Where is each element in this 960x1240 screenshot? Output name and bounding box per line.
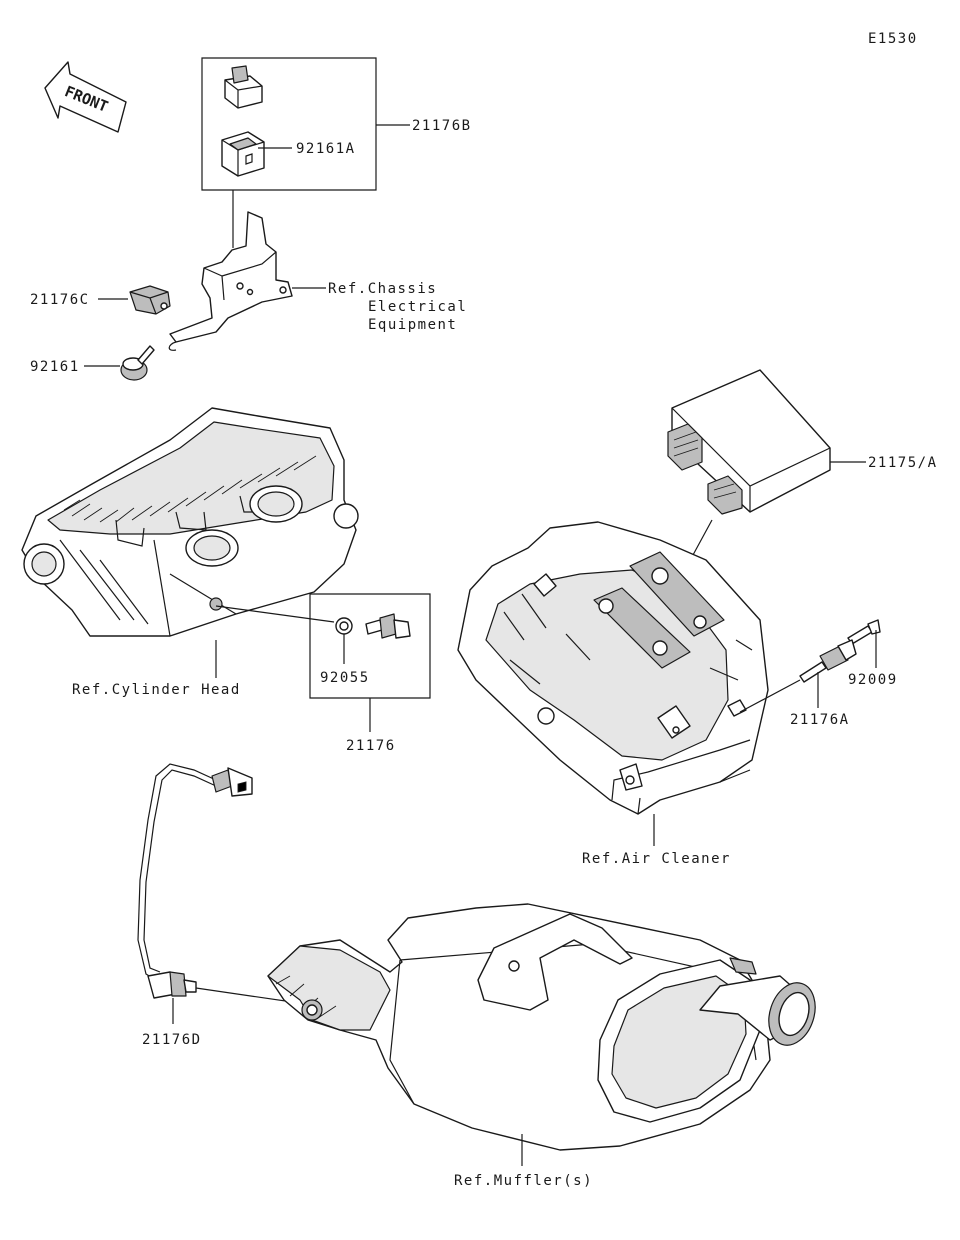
label-92161: 92161 [30,359,80,375]
label-ref-cylinder-head: Ref.Cylinder Head [72,682,241,698]
label-21175A: 21175/A [868,455,938,471]
front-arrow-icon: FRONT [44,61,127,133]
label-21176A: 21176A [790,712,850,728]
label-ref-chassis: Ref.Chassis [328,281,438,297]
label-92055: 92055 [320,670,370,686]
sensor-bracket-icon [168,190,326,351]
sensor-21176C-icon [98,285,171,315]
kit-21176-box [309,593,431,732]
kit-21176B-box [201,57,410,191]
label-21176B: 21176B [412,118,472,134]
label-ref-chassis-line3: Equipment [368,317,458,333]
ecu-21175A-icon [661,369,866,613]
air-cleaner-icon [457,521,769,846]
label-92161A: 92161A [296,141,356,157]
label-21176: 21176 [346,738,396,754]
muffler-icon [267,903,816,1166]
diagram-code: E1530 [868,31,918,47]
seal-92161A-icon [221,131,292,177]
label-ref-air-cleaner: Ref.Air Cleaner [582,851,731,867]
washer-92055-icon [335,617,353,664]
label-92009: 92009 [848,672,898,688]
label-21176D: 21176D [142,1032,202,1048]
label-ref-chassis-line2: Electrical [368,299,468,315]
o2-sensor-21176D-icon [137,763,307,1024]
sensor-21176A-icon [739,639,857,713]
connector-cap-icon [224,65,263,109]
seal-92161-icon [84,345,155,381]
label-ref-muffler: Ref.Muffler(s) [454,1173,594,1189]
label-21176C: 21176C [30,292,90,308]
sensor-21176-icon [365,613,411,639]
bolt-92009-icon [847,619,881,668]
cylinder-head-icon [21,407,359,678]
